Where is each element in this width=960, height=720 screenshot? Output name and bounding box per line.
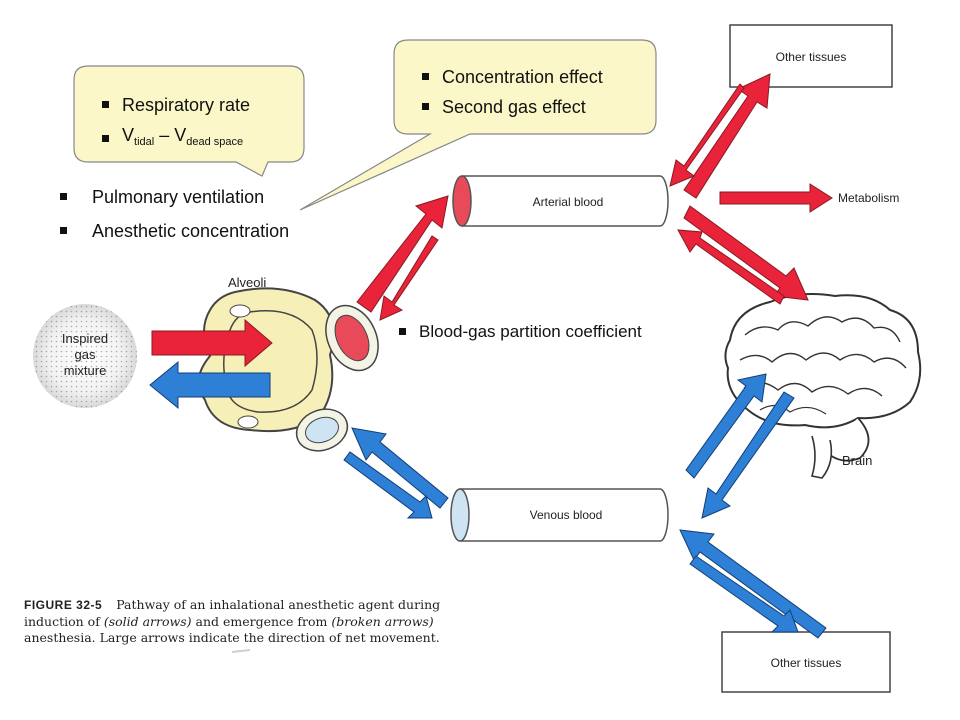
inspired-label-3: mixture: [64, 363, 107, 378]
brain: Brain: [724, 293, 922, 479]
anesthetic-concentration-item: Anesthetic concentration: [58, 214, 289, 248]
v-symbol: V: [122, 125, 135, 145]
other-tissues-bottom-label: Other tissues: [771, 656, 842, 670]
concentration-effect-item: Concentration effect: [420, 62, 603, 92]
callout-left-list: Respiratory rate Vtidal – Vdead space: [100, 90, 250, 157]
blood-gas-partition-item: Blood-gas partition coefficient: [397, 317, 642, 347]
metabolism-label: Metabolism: [838, 191, 899, 205]
other-tissues-bottom: Other tissues: [721, 631, 891, 693]
artery-to-brain-arrow: [683, 205, 809, 301]
brain-to-artery-broken-arrow: [677, 229, 785, 305]
vein-to-brain-broken-arrow: [685, 373, 767, 479]
inspired-label-1: Inspired: [62, 331, 108, 346]
brain-label: Brain: [842, 453, 872, 468]
figure-number: FIGURE 32-5: [24, 598, 103, 612]
tidal-subscript: tidal: [134, 136, 155, 148]
capillary-to-artery-arrow: [356, 195, 449, 313]
arterial-blood-vessel: Arterial blood: [452, 175, 669, 227]
caption-text-3: anesthesia. Large arrows indicate the di…: [24, 630, 440, 645]
tidal-minus-dead-space-item: Vtidal – Vdead space: [100, 120, 250, 157]
caption-text-1: Pathway of an inhalational anesthetic ag…: [24, 597, 441, 629]
minus-v-symbol: – V: [154, 125, 187, 145]
side-factors-list: Pulmonary ventilation Anesthetic concent…: [58, 180, 289, 248]
inspired-to-alveoli-arrow: [151, 318, 273, 368]
second-gas-effect-item: Second gas effect: [420, 92, 603, 122]
vein-to-capillary-arrow: [351, 427, 449, 509]
other-tissues-to-vein-arrow: [679, 529, 827, 639]
inspired-label-2: gas: [75, 347, 96, 362]
callout-left: [73, 65, 305, 177]
respiratory-rate-item: Respiratory rate: [100, 90, 250, 120]
venous-blood-vessel: Venous blood: [450, 488, 669, 542]
artery-to-capillary-broken-arrow: [379, 235, 439, 321]
dead-space-subscript: dead space: [186, 136, 244, 148]
other-tissues-to-artery-broken-arrow: [669, 83, 745, 187]
inspired-gas-mixture: Inspired gas mixture: [33, 304, 137, 408]
alveoli-to-expired-arrow: [149, 360, 271, 410]
other-tissues-top-label: Other tissues: [776, 50, 847, 64]
venous-capillary: [295, 408, 349, 452]
vein-to-other-tissues-broken-arrow: [689, 555, 799, 633]
caption-solid: (solid arrows): [103, 613, 192, 629]
pulmonary-ventilation-item: Pulmonary ventilation: [58, 180, 289, 214]
caption-text-2: and emergence from: [191, 613, 332, 629]
brain-to-vein-arrow: [701, 391, 795, 519]
arterial-label: Arterial blood: [533, 195, 604, 209]
callout-right: [299, 39, 657, 211]
artery-to-other-tissues-arrow: [683, 73, 771, 199]
callout-right-list: Concentration effect Second gas effect: [420, 62, 603, 122]
alveoli-label: Alveoli: [228, 275, 266, 290]
blood-factor-list: Blood-gas partition coefficient: [397, 317, 642, 347]
other-tissues-top: Other tissues: [729, 24, 893, 88]
capillary-to-vein-broken-arrow: [343, 451, 433, 519]
arterial-capillary: [325, 304, 379, 372]
venous-label: Venous blood: [530, 508, 603, 522]
metabolism-arrow: Metabolism: [719, 183, 899, 213]
caption-broken: (broken arrows): [331, 613, 434, 629]
